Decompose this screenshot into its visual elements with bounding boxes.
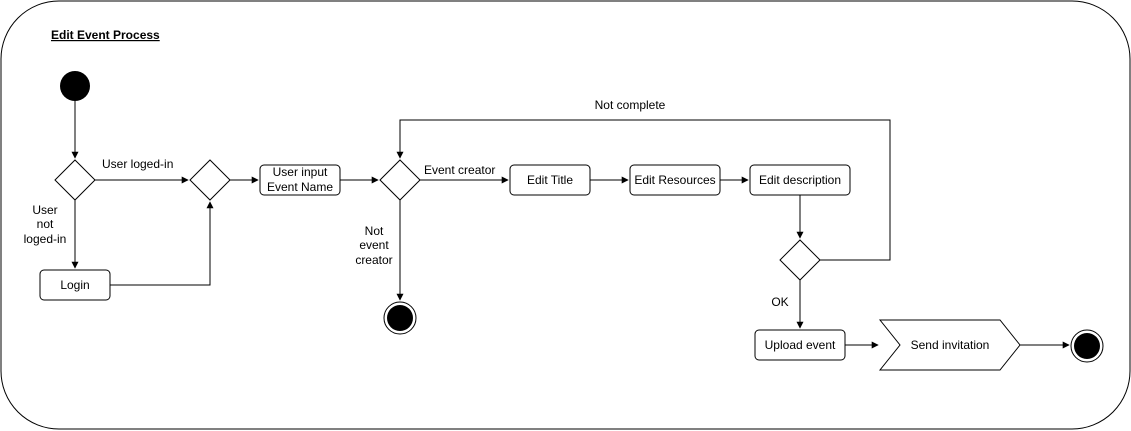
label-user-not-logged-in-2: not [37, 217, 54, 231]
label-not-event-creator-2: event [359, 238, 389, 252]
label-event-creator: Event creator [424, 163, 495, 177]
node-edit-resources-label: Edit Resources [634, 173, 715, 187]
node-upload-event-label: Upload event [765, 338, 836, 352]
start-node [60, 71, 90, 101]
node-send-invitation-label: Send invitation [911, 338, 990, 352]
label-not-event-creator-1: Not [365, 224, 384, 238]
node-edit-title-label: Edit Title [527, 173, 573, 187]
label-not-complete: Not complete [595, 98, 666, 112]
node-login-label: Login [60, 278, 89, 292]
node-user-input-label-1: User input [273, 165, 328, 179]
label-user-not-logged-in-3: loged-in [24, 232, 67, 246]
node-send-invitation [878, 319, 1021, 371]
end-node-final [1074, 333, 1100, 359]
decision-merge [189, 159, 231, 201]
diagram-title: Edit Event Process [51, 28, 160, 42]
label-ok: OK [771, 295, 788, 309]
label-user-not-logged-in-1: User [32, 203, 57, 217]
node-edit-description-label: Edit description [759, 173, 841, 187]
node-user-input-label-2: Event Name [267, 180, 333, 194]
end-node-not-creator [387, 305, 413, 331]
edge-login-to-merge [110, 201, 214, 286]
label-user-logged-in: User loged-in [102, 157, 173, 171]
label-not-event-creator-3: creator [355, 253, 392, 267]
edge-not-complete [396, 119, 891, 261]
